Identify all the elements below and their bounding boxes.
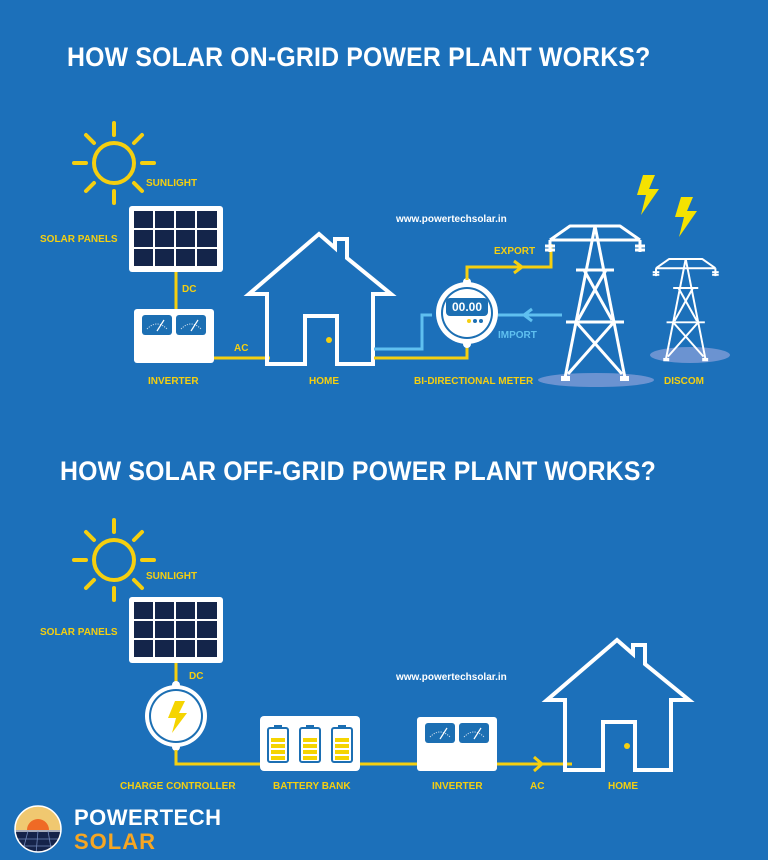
- dc-label: DC: [189, 671, 204, 682]
- website-link[interactable]: www.powertechsolar.in: [396, 672, 507, 683]
- dc-label: DC: [182, 284, 197, 295]
- ac-label: AC: [234, 343, 249, 354]
- charge-controller-label: CHARGE CONTROLLER: [120, 781, 236, 792]
- solar-panels-label: SOLAR PANELS: [40, 234, 118, 245]
- inverter-icon: [133, 308, 215, 364]
- export-label: EXPORT: [494, 246, 536, 257]
- discom-label: DISCOM: [664, 376, 704, 387]
- brand-subname: SOLAR: [74, 829, 156, 854]
- powertech-logo-icon: [14, 805, 62, 853]
- sunlight-label: SUNLIGHT: [146, 178, 198, 189]
- transmission-tower-small-icon: [651, 257, 720, 363]
- solar-panel-icon: [129, 597, 223, 663]
- home-icon: [247, 232, 393, 366]
- home-label: HOME: [608, 781, 638, 792]
- import-label: IMPORT: [498, 330, 537, 341]
- website-link[interactable]: www.powertechsolar.in: [396, 214, 507, 225]
- sun-icon: [72, 121, 156, 205]
- sunlight-label: SUNLIGHT: [146, 571, 198, 582]
- transmission-tower-large-icon: [543, 224, 647, 383]
- meter-reading: 00.00: [451, 300, 483, 314]
- lightning-bolt-icon: [637, 175, 659, 215]
- on-grid-title: HOW SOLAR ON-GRID POWER PLANT WORKS?: [67, 42, 651, 72]
- bi-directional-meter-label: BI-DIRECTIONAL METER: [414, 376, 534, 387]
- inverter-label: INVERTER: [148, 376, 199, 387]
- home-label: HOME: [309, 376, 339, 387]
- ac-label: AC: [530, 781, 545, 792]
- inverter-icon: [416, 716, 498, 772]
- bi-directional-meter-icon: [436, 278, 498, 348]
- battery-bank-label: BATTERY BANK: [273, 781, 351, 792]
- sun-icon: [72, 518, 156, 602]
- solar-panel-icon: [129, 206, 223, 272]
- inverter-label: INVERTER: [432, 781, 483, 792]
- brand-name: POWERTECH: [74, 805, 222, 830]
- charge-controller-icon: [145, 681, 207, 751]
- off-grid-title: HOW SOLAR OFF-GRID POWER PLANT WORKS?: [60, 456, 657, 486]
- lightning-bolt-icon: [675, 197, 697, 237]
- solar-panels-label: SOLAR PANELS: [40, 627, 118, 638]
- battery-bank-icon: [260, 716, 360, 771]
- home-icon: [545, 638, 691, 772]
